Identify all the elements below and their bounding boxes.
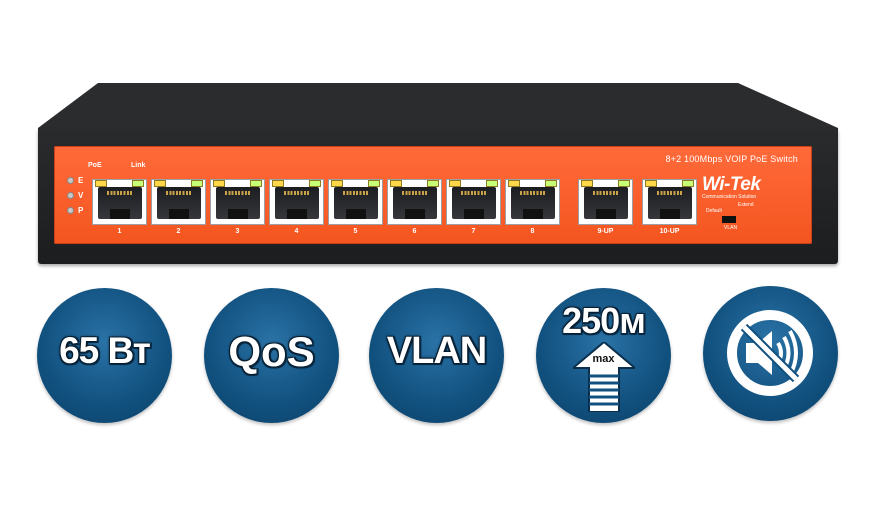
poe-header: PoE (88, 162, 102, 169)
link-led-icon (368, 180, 380, 187)
poe-led-icon (95, 180, 107, 187)
ethernet-port[interactable] (92, 179, 147, 225)
ethernet-port[interactable] (151, 179, 206, 225)
port-number-label: 5 (353, 228, 358, 235)
link-header: Link (131, 162, 146, 169)
brand-tagline: Communication Solution (702, 194, 757, 200)
rj45-jack-icon (393, 187, 437, 219)
link-led-icon (191, 180, 203, 187)
rj45-jack-icon (157, 187, 201, 219)
badge-silent (703, 286, 838, 421)
port-number-label: 6 (412, 228, 417, 235)
rj45-jack-icon (511, 187, 555, 219)
link-led-icon (132, 180, 144, 187)
badge-qos: QoS (204, 288, 339, 423)
switch-label-extend: Extend (738, 202, 754, 208)
rj45-jack-icon (648, 187, 692, 219)
poe-led-icon (390, 180, 402, 187)
speaker-muted-icon (727, 310, 813, 396)
switch-front-panel: PoE Link E V P 8+2 100Mbps VOIP PoE Swit… (54, 146, 812, 244)
rj45-jack-icon (275, 187, 319, 219)
ethernet-port[interactable] (210, 179, 265, 225)
badge-qos-text: QoS (228, 328, 315, 375)
port-number-label: 9-UP (597, 228, 614, 235)
link-led-icon (309, 180, 321, 187)
rj45-jack-icon (452, 187, 496, 219)
up-arrow-icon (573, 342, 635, 412)
ethernet-port[interactable] (328, 179, 383, 225)
poe-led-icon (154, 180, 166, 187)
badge-vlan: VLAN (369, 288, 504, 423)
ethernet-port[interactable] (642, 179, 697, 225)
led-e-label: E (78, 176, 84, 185)
led-v-label: V (78, 191, 84, 200)
port-number-label: 8 (530, 228, 535, 235)
badge-power: 65 Вт (37, 288, 172, 423)
badge-vlan-text: VLAN (386, 330, 487, 372)
link-led-icon (427, 180, 439, 187)
led-icon (68, 193, 73, 198)
poe-led-icon (581, 180, 593, 187)
badge-distance: 250м max (536, 288, 671, 423)
led-icon (68, 178, 73, 183)
ethernet-port[interactable] (269, 179, 324, 225)
poe-led-icon (645, 180, 657, 187)
port-number-label: 7 (471, 228, 476, 235)
led-icon (68, 208, 73, 213)
vlan-mode-switch[interactable] (722, 216, 736, 223)
brand-name: Wi-Tek (702, 174, 761, 195)
poe-led-icon (213, 180, 225, 187)
poe-led-icon (508, 180, 520, 187)
ethernet-port[interactable] (387, 179, 442, 225)
rj45-jack-icon (98, 187, 142, 219)
port-number-label: 10-UP (659, 228, 680, 235)
badge-distance-max: max (592, 353, 615, 365)
ethernet-port[interactable] (446, 179, 501, 225)
link-led-icon (486, 180, 498, 187)
badge-power-text: 65 Вт (59, 330, 151, 371)
model-label: 8+2 100Mbps VOIP PoE Switch (665, 154, 798, 164)
rj45-jack-icon (216, 187, 260, 219)
link-led-icon (250, 180, 262, 187)
port-number-label: 2 (176, 228, 181, 235)
rj45-jack-icon (584, 187, 628, 219)
link-led-icon (618, 180, 630, 187)
ethernet-port[interactable] (578, 179, 633, 225)
poe-led-icon (331, 180, 343, 187)
led-p-label: P (78, 206, 84, 215)
rj45-jack-icon (334, 187, 378, 219)
port-number-label: 1 (117, 228, 122, 235)
switch-label-default: Default (706, 208, 722, 214)
port-number-label: 3 (235, 228, 240, 235)
link-led-icon (545, 180, 557, 187)
badge-distance-text: 250м (562, 300, 646, 341)
poe-led-icon (272, 180, 284, 187)
switch-label-vlan: VLAN (724, 225, 738, 231)
poe-led-icon (449, 180, 461, 187)
ethernet-port[interactable] (505, 179, 560, 225)
link-led-icon (682, 180, 694, 187)
port-number-label: 4 (294, 228, 299, 235)
brand-logo: Wi-Tek Communication Solution (702, 174, 782, 200)
